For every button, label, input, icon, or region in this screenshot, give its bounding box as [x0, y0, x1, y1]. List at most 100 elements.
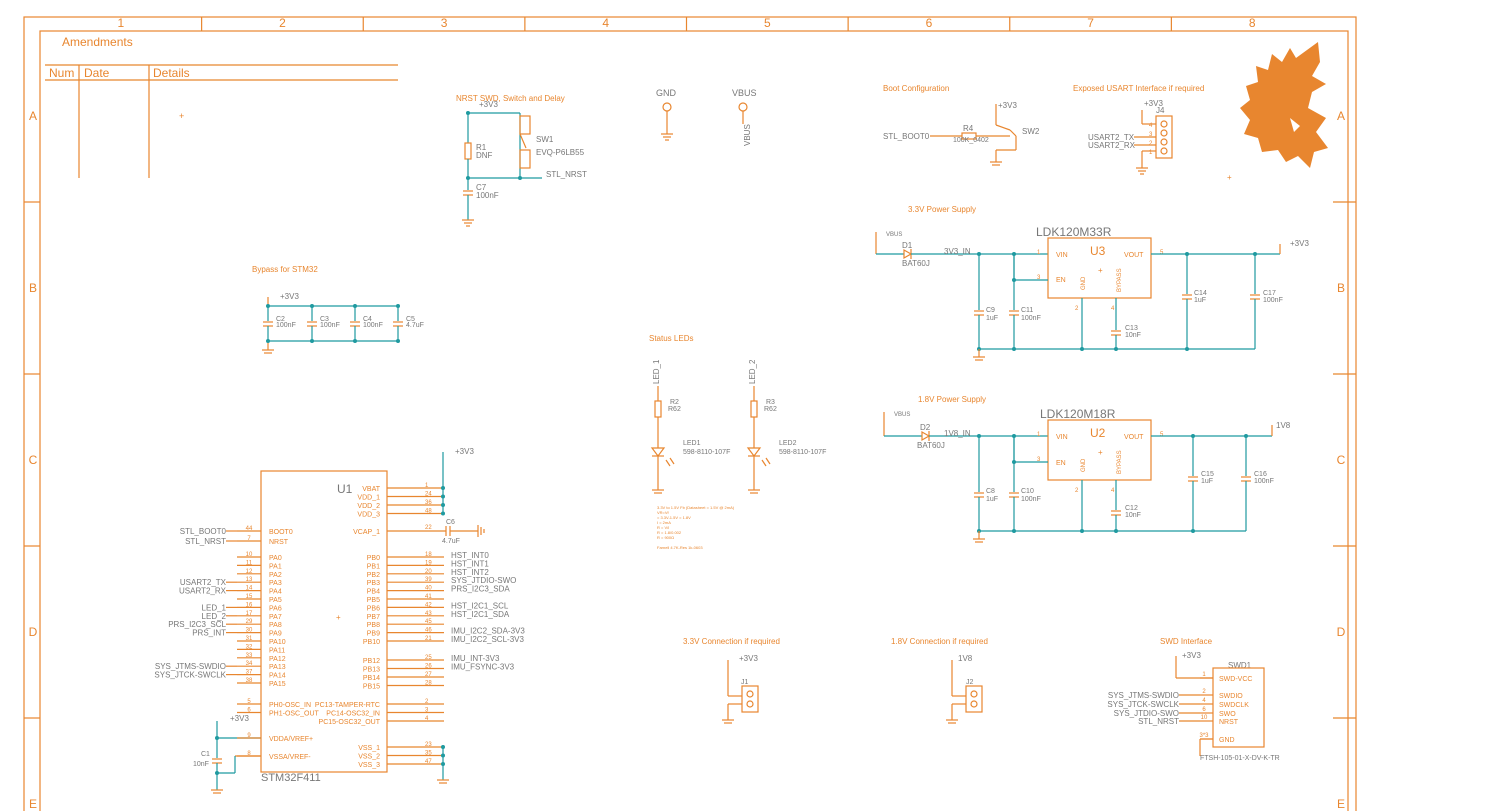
svg-text:VR=Vf: VR=Vf [657, 510, 670, 515]
svg-text:598-8110-107F: 598-8110-107F [683, 449, 730, 456]
frame-column-label: 3 [441, 16, 448, 30]
swd-pin-number: 10 [1201, 715, 1208, 721]
svg-text:J1: J1 [741, 679, 749, 686]
svg-text:2: 2 [1075, 306, 1079, 312]
boot-section: Boot Configuration +3V3 STL_BOOT0 R4 100… [883, 84, 1040, 166]
svg-text:C16: C16 [1254, 471, 1267, 478]
svg-text:R4: R4 [963, 124, 974, 133]
mcu-pin-number: 38 [246, 678, 253, 684]
mcu-pin-name: PA10 [269, 639, 286, 646]
svg-text:VOUT: VOUT [1124, 434, 1144, 441]
svg-text:D1: D1 [902, 241, 913, 250]
mcu-pin-name: PA13 [269, 664, 286, 671]
bypass-cap-ref: C4 [363, 316, 372, 323]
svg-text:VIN: VIN [1056, 434, 1068, 441]
mcu-pin-name: PA2 [269, 572, 282, 579]
mcu-pin-number: 17 [246, 611, 253, 617]
svg-text:C9: C9 [986, 307, 995, 314]
svg-text:3V3_IN: 3V3_IN [944, 247, 971, 256]
j2-section: 1.8V Connection if required 1V8 J2 [891, 637, 988, 724]
svg-text:1uF: 1uF [1201, 478, 1213, 485]
svg-text:EVQ-P6LB55: EVQ-P6LB55 [536, 148, 585, 157]
frame-row-label: B [29, 281, 37, 295]
bypass-cap-ref: C2 [276, 316, 285, 323]
amendments-col-details: Details [153, 66, 190, 80]
svg-text:100nF: 100nF [1021, 315, 1041, 322]
frame-row-label: D [1337, 625, 1346, 639]
svg-text:+3V3: +3V3 [998, 101, 1017, 110]
mcu-pin-name: VDD_2 [357, 503, 380, 510]
mcu-pin-name: PB9 [367, 631, 380, 638]
svg-text:C15: C15 [1201, 471, 1214, 478]
ps33-ic-part: LDK120M33R [1036, 225, 1112, 239]
frame-column-label: 6 [926, 16, 933, 30]
mcu-pin-name: PA6 [269, 605, 282, 612]
frame-row-label: B [1337, 281, 1345, 295]
svg-text:D2: D2 [920, 423, 931, 432]
svg-text:1uF: 1uF [986, 315, 998, 322]
frame-column-label: 7 [1087, 16, 1094, 30]
amendments-title: Amendments [62, 35, 133, 49]
svg-text:VIN: VIN [1056, 252, 1068, 259]
mcu-pin-name: PC13-TAMPER-RTC [315, 702, 380, 709]
svg-text:R = 1.8/0.002: R = 1.8/0.002 [657, 530, 682, 535]
mcu-pin-name: PB4 [367, 589, 380, 596]
mcu-pin-number: 34 [246, 661, 253, 667]
svg-text:R = V/I: R = V/I [657, 525, 669, 530]
mcu-junction [441, 511, 445, 516]
svg-text:1V8: 1V8 [958, 654, 973, 663]
frame-column-label: 1 [117, 16, 124, 30]
mcu-pin-name: PB0 [367, 555, 380, 562]
mcu-junction [441, 486, 445, 490]
mcu-pin-name: PB12 [363, 658, 380, 665]
mcu-pin-number: 20 [425, 569, 432, 575]
svg-text:1uF: 1uF [986, 496, 998, 503]
svg-text:+3V3: +3V3 [230, 714, 249, 723]
mcu-net-label: IMU_I2C2_SCL-3V3 [451, 635, 524, 644]
mcu-pin-number: 12 [246, 569, 253, 575]
mcu-junction [441, 745, 445, 749]
usart-tx-net: USART2_TX [1088, 133, 1135, 142]
mcu-pin-name: PB3 [367, 580, 380, 587]
frame-row-label: C [29, 453, 38, 467]
svg-text:3: 3 [1037, 275, 1041, 281]
frame-row-label: E [1337, 797, 1345, 811]
ps33-title: 3.3V Power Supply [908, 205, 976, 214]
mcu-pin-number: 24 [425, 492, 432, 498]
mcu-net-label: USART2_TX [180, 578, 227, 587]
svg-text:U3: U3 [1090, 244, 1106, 258]
mcu-pin-name: PB1 [367, 563, 380, 570]
mcu-pin-number: 40 [425, 586, 432, 592]
mcu-pin-number: 37 [246, 670, 253, 676]
gnd-label: GND [656, 88, 677, 98]
mcu-pin-number: 27 [425, 672, 432, 678]
svg-text:+3V3: +3V3 [1182, 651, 1201, 660]
mcu-pin-name: PC14-OSC32_IN [326, 711, 380, 718]
svg-text:+3V3: +3V3 [479, 100, 498, 109]
mcu-pin-number: 31 [246, 636, 253, 642]
nrst-section: NRST SWD, Switch and Delay +3V3 R1 DNF S… [456, 94, 587, 227]
mcu-pin-name: PB10 [363, 639, 380, 646]
mcu-net-label: PRS_I2C3_SDA [451, 585, 510, 594]
mcu-pin-name: PB13 [363, 667, 380, 674]
vbus-label: VBUS [732, 88, 757, 98]
mcu-pin-name: VBAT [362, 486, 380, 493]
mcu-pin-name: VSS_3 [358, 762, 380, 769]
svg-text:3: 3 [1037, 457, 1041, 463]
swd-pin-number: 2 [1202, 689, 1206, 695]
mcu-net-label: STL_NRST [185, 537, 226, 546]
svg-text:R62: R62 [668, 406, 681, 413]
svg-text:EN: EN [1056, 460, 1066, 467]
mcu-pin-name: PB7 [367, 614, 380, 621]
svg-text:U2: U2 [1090, 426, 1106, 440]
boot-title: Boot Configuration [883, 84, 949, 93]
mcu-pin-name: PC15-OSC32_OUT [319, 719, 381, 726]
mcu-junction [441, 503, 445, 507]
mcu-net-label: IMU_INT-3V3 [451, 654, 500, 663]
svg-text:J2: J2 [966, 679, 974, 686]
mcu-pin-number: 39 [425, 577, 432, 583]
mcu-pin-number: 21 [425, 636, 432, 642]
mcu-net-label: IMU_I2C2_SDA-3V3 [451, 627, 525, 636]
